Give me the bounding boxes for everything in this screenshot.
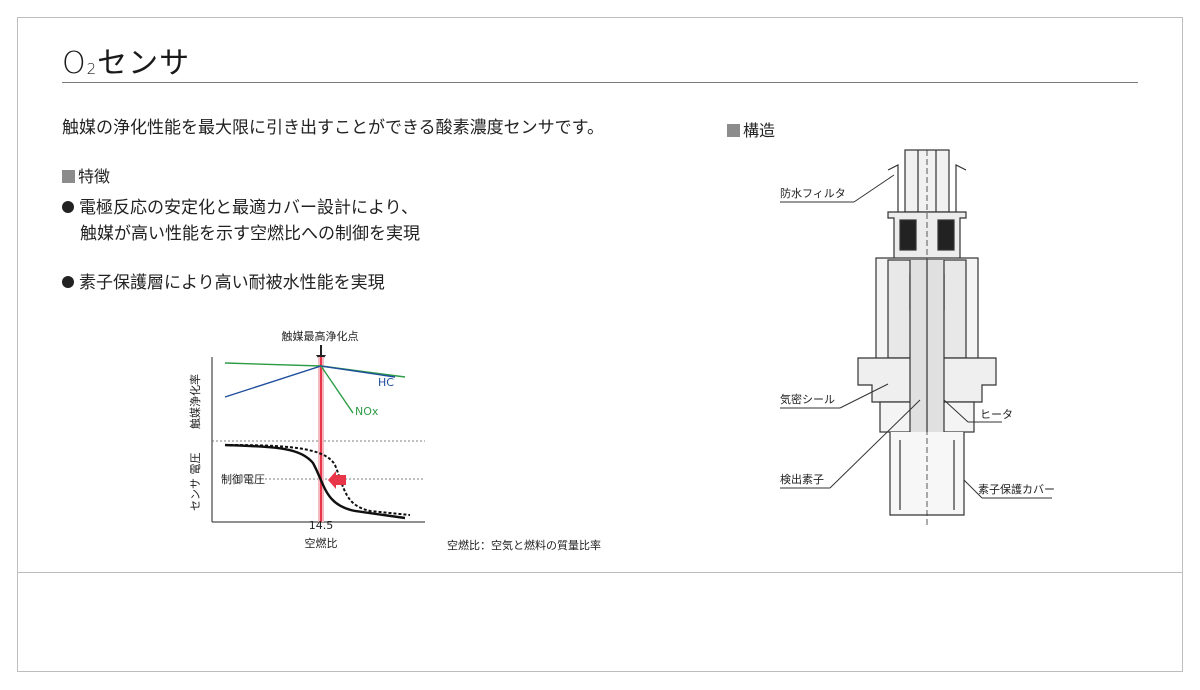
y-label-bottom: センサ 電圧	[189, 453, 202, 512]
page-title: O2センサ	[62, 46, 191, 81]
hc-curve	[224, 365, 396, 398]
bullet-icon	[62, 201, 74, 213]
structure-heading: 構造	[727, 117, 775, 141]
seal-label: 気密シール	[780, 392, 835, 406]
features-heading: 特徴	[62, 163, 110, 187]
footnote: 空燃比：空気と燃料の質量比率	[447, 539, 601, 552]
content-frame	[17, 17, 1183, 672]
nox-curve	[320, 365, 354, 414]
title-rule	[62, 82, 1138, 83]
y-label-top: 触媒浄化率	[188, 374, 202, 429]
heater-label: ヒータ	[980, 408, 1013, 421]
bullet-icon	[62, 276, 74, 288]
filter-label: 防水フィルタ	[780, 186, 846, 200]
control-voltage-label: 制御電圧	[221, 472, 265, 486]
nox-label: NOx	[355, 405, 379, 418]
feature-bullet-2: 素子保護層により高い耐被水性能を実現	[62, 270, 385, 296]
square-icon	[727, 124, 740, 137]
cover-label: 素子保護カバー	[978, 482, 1055, 496]
x-axis-label: 空燃比	[305, 536, 338, 550]
bottom-divider	[17, 572, 1183, 573]
hc-label: HC	[378, 376, 394, 389]
sensor-voltage-curve	[224, 443, 406, 520]
square-icon	[62, 170, 75, 183]
feature-bullet-1: 電極反応の安定化と最適カバー設計により、 触媒が高い性能を示す空燃比への制御を実…	[62, 195, 420, 247]
chart-top-label: 触媒最高浄化点	[282, 329, 359, 343]
sensor-structure-diagram: 防水フィルタ 気密シール ヒータ 検出素子 素子保護カバー	[780, 149, 1055, 525]
x-tick-label: 14.5	[309, 519, 334, 532]
lead-text: 触媒の浄化性能を最大限に引き出すことができる酸素濃度センサです。	[62, 118, 604, 138]
arrow-left-icon	[328, 471, 346, 489]
element-label: 検出素子	[780, 472, 824, 486]
previous-voltage-curve	[224, 444, 411, 516]
sensor-chart: 触媒最高浄化点 HC NOx 制御電圧 触媒浄化率 センサ 電圧 14.5 空燃…	[188, 329, 425, 550]
